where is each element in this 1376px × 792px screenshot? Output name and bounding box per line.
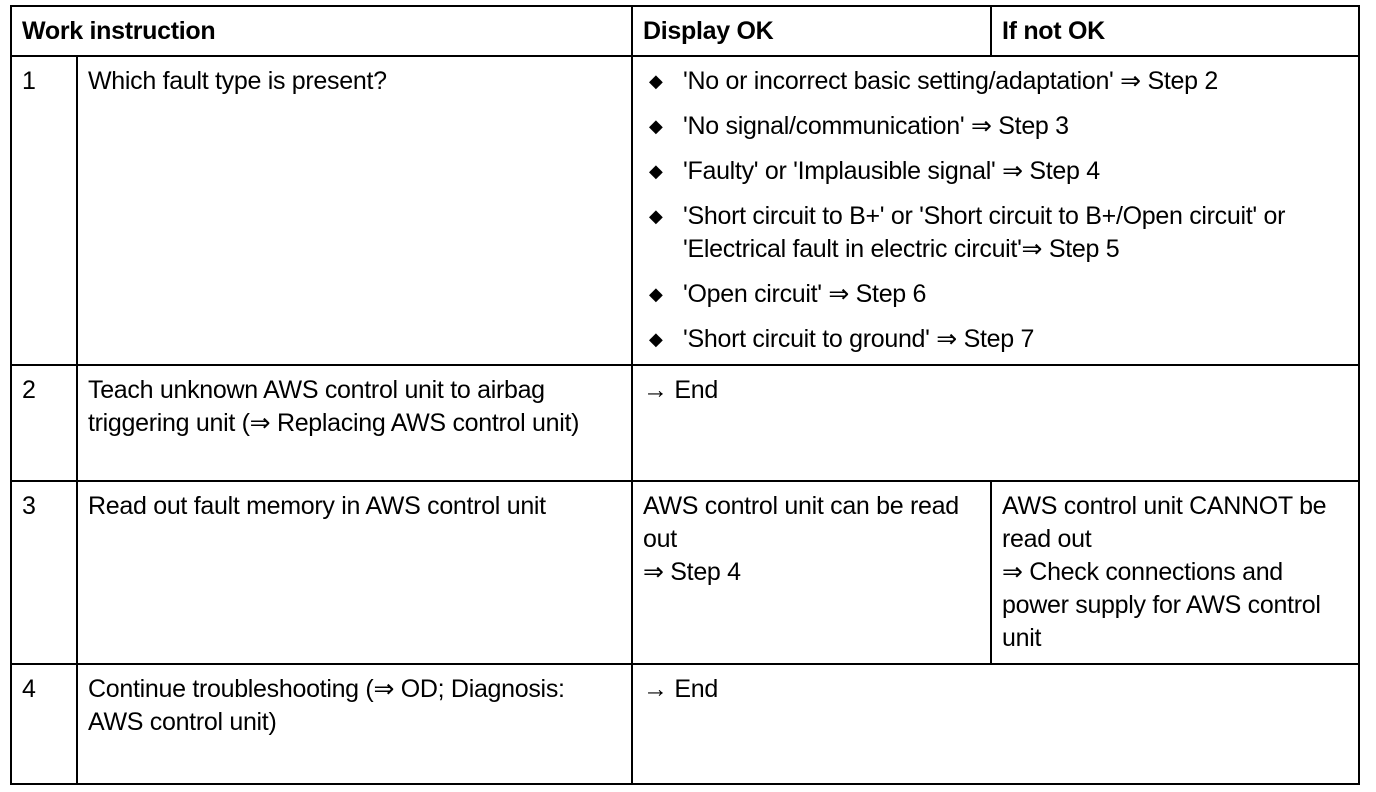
diamond-bullet-icon: ◆ (649, 329, 663, 349)
diamond-bullet-icon: ◆ (649, 206, 663, 226)
step-number: 4 (10, 663, 78, 785)
display-ok-text: AWS control unit can be read out (643, 492, 959, 553)
fault-type-list: ◆ 'No or incorrect basic setting/adaptati… (643, 65, 1348, 356)
if-not-ok-cell: AWS control unit CANNOT be read out ⇒ Ch… (990, 480, 1361, 665)
instruction-text: Teach unknown AWS control unit to airbag… (75, 364, 634, 482)
option-text: 'No signal/communication' ⇒ Step 3 (683, 112, 1069, 140)
option-text: 'Short circuit to ground' ⇒ Step 7 (683, 325, 1035, 353)
work-instruction-table: Work instruction Display OK If not OK 1 … (9, 5, 1361, 785)
option-text: 'Short circuit to B+' or 'Short circuit … (683, 202, 1286, 263)
step-number: 2 (10, 364, 78, 482)
diamond-bullet-icon: ◆ (649, 71, 663, 91)
table-row: 1 Which fault type is present? ◆ 'No or i… (10, 55, 1361, 366)
display-ok-cell: AWS control unit can be read out ⇒ Step … (631, 480, 993, 665)
option-text: 'No or incorrect basic setting/adaptatio… (683, 67, 1218, 95)
option-text: 'Faulty' or 'Implausible signal' ⇒ Step … (683, 157, 1100, 185)
instruction-text: Which fault type is present? (75, 55, 634, 366)
instruction-text: Read out fault memory in AWS control uni… (75, 480, 634, 665)
list-item: ◆ 'Faulty' or 'Implausible signal' ⇒ Step… (643, 155, 1348, 188)
option-text: 'Open circuit' ⇒ Step 6 (683, 280, 927, 308)
step-number: 1 (10, 55, 78, 366)
list-item: ◆ 'Open circuit' ⇒ Step 6 (643, 278, 1348, 311)
instruction-text: Continue troubleshooting (⇒ OD; Diagnosi… (75, 663, 634, 785)
if-not-ok-text: AWS control unit CANNOT be read out (1002, 492, 1327, 553)
header-if-not-ok: If not OK (990, 5, 1361, 57)
list-item: ◆ 'Short circuit to ground' ⇒ Step 7 (643, 323, 1348, 356)
diamond-bullet-icon: ◆ (649, 116, 663, 136)
if-not-ok-action: ⇒ Check connections and power supply for… (1002, 558, 1321, 652)
fault-type-options: ◆ 'No or incorrect basic setting/adaptati… (631, 55, 1361, 366)
header-work-instruction: Work instruction (9, 5, 634, 57)
list-item: ◆ 'No or incorrect basic setting/adaptati… (643, 65, 1348, 98)
diamond-bullet-icon: ◆ (649, 284, 663, 304)
step-number: 3 (10, 480, 78, 665)
diamond-bullet-icon: ◆ (649, 161, 663, 181)
display-ok-next-step: ⇒ Step 4 (643, 558, 741, 586)
header-display-ok: Display OK (631, 5, 993, 57)
result-text: → End (631, 364, 1361, 482)
table-row: 4 Continue troubleshooting (⇒ OD; Diagno… (10, 663, 1361, 785)
table-row: 3 Read out fault memory in AWS control u… (10, 480, 1361, 665)
table-header-row: Work instruction Display OK If not OK (9, 5, 1361, 57)
result-text: → End (631, 663, 1361, 785)
list-item: ◆ 'Short circuit to B+' or 'Short circuit… (643, 200, 1348, 266)
table-row: 2 Teach unknown AWS control unit to airb… (10, 364, 1361, 482)
list-item: ◆ 'No signal/communication' ⇒ Step 3 (643, 110, 1348, 143)
